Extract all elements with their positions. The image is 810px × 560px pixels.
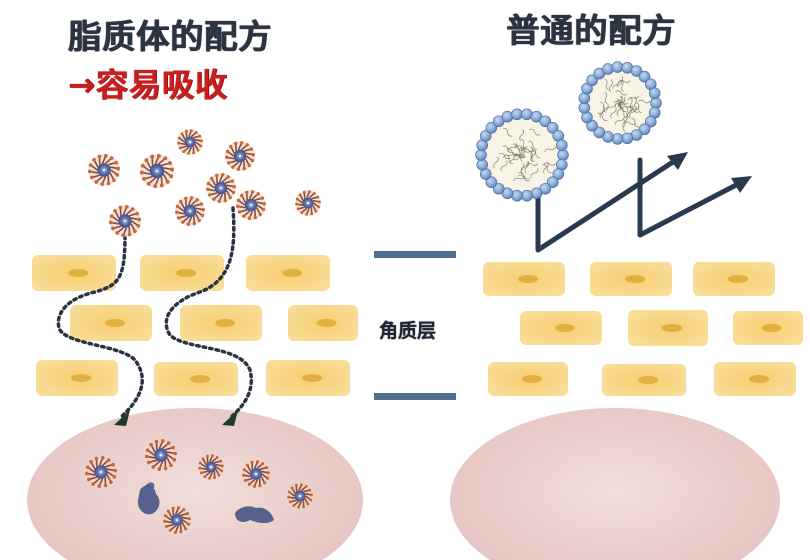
liposome-large [578, 61, 662, 145]
penetration-path-2 [164, 206, 253, 426]
cell-nucleus [282, 269, 303, 277]
stratum-corneum-cells-right [483, 262, 803, 396]
cell-nucleus [625, 275, 646, 283]
keratinocyte-cell [628, 310, 708, 346]
keratinocyte-cell [602, 364, 686, 396]
keratinocyte-cell [154, 362, 238, 396]
keratinocyte-cell [590, 262, 672, 296]
keratinocyte-cell [246, 255, 330, 291]
keratinocyte-cell [36, 360, 118, 396]
keratinocyte-cell [520, 311, 602, 345]
liposome-small [225, 141, 255, 171]
cell-nucleus [662, 324, 682, 332]
cell-nucleus [215, 319, 236, 327]
liposome-small [236, 190, 266, 220]
layer-bottom-boundary-bar [374, 393, 456, 400]
liposome-small [85, 456, 117, 488]
liposome-small [109, 205, 141, 237]
cell-nucleus [518, 275, 539, 283]
cell-nucleus [105, 319, 126, 327]
skin-right [450, 408, 780, 560]
cell-nucleus [728, 275, 749, 283]
keratinocyte-cell [140, 255, 224, 291]
cell-nucleus [638, 376, 659, 384]
liposome-small [198, 454, 224, 480]
liposome-small [145, 439, 177, 471]
keratinocyte-cell [70, 305, 152, 341]
layer-top-boundary-bar [374, 251, 456, 258]
cell-nucleus [68, 269, 89, 277]
liposome-small [287, 483, 313, 509]
keratinocyte-cell [32, 255, 116, 291]
liposomes-large-group [475, 61, 662, 202]
skin-left [27, 408, 363, 560]
cell-nucleus [176, 269, 197, 277]
cell-nucleus [302, 374, 323, 382]
reflection-arrow-1 [535, 152, 688, 253]
keratinocyte-cell [714, 362, 796, 396]
liposome-small [163, 506, 191, 534]
cell-nucleus [522, 375, 542, 383]
stratum-corneum-label: 角质层 [379, 320, 437, 342]
keratinocyte-cell [693, 262, 775, 296]
keratinocyte-cell [180, 305, 262, 341]
cell-nucleus [749, 375, 770, 383]
liposome-large [475, 108, 569, 202]
reflection-arrow-2 [637, 157, 752, 238]
broken-liposome [137, 482, 160, 515]
liposome-small [88, 154, 120, 186]
cell-nucleus [71, 374, 92, 382]
liposome-small [177, 129, 203, 155]
liposomes-small-group [88, 129, 321, 237]
keratinocyte-cell [288, 305, 358, 341]
keratinocyte-cell [733, 311, 803, 345]
arrowhead-icon [222, 410, 238, 426]
keratinocyte-cell [266, 360, 350, 396]
keratinocyte-cell [483, 262, 565, 296]
liposome-small [139, 153, 175, 189]
cell-nucleus [316, 319, 337, 327]
stratum-corneum-cells-left [32, 255, 358, 396]
cell-nucleus [190, 375, 211, 383]
liposome-small [175, 196, 205, 226]
keratinocyte-cell [488, 362, 568, 396]
arrowhead-icon [114, 410, 130, 426]
liposome-small [295, 190, 321, 216]
left-panel-subtitle: →容易吸收 [68, 66, 228, 104]
cell-nucleus [555, 324, 576, 332]
penetration-path-1 [56, 234, 144, 426]
liposome-small [206, 173, 236, 203]
right-panel-title: 普通的配方 [506, 11, 676, 50]
liposomes-absorbed-group [85, 439, 313, 534]
liposome-small [242, 460, 270, 488]
broken-liposome [235, 506, 274, 524]
left-panel-title: 脂质体的配方 [68, 17, 272, 56]
cell-nucleus [761, 324, 782, 332]
